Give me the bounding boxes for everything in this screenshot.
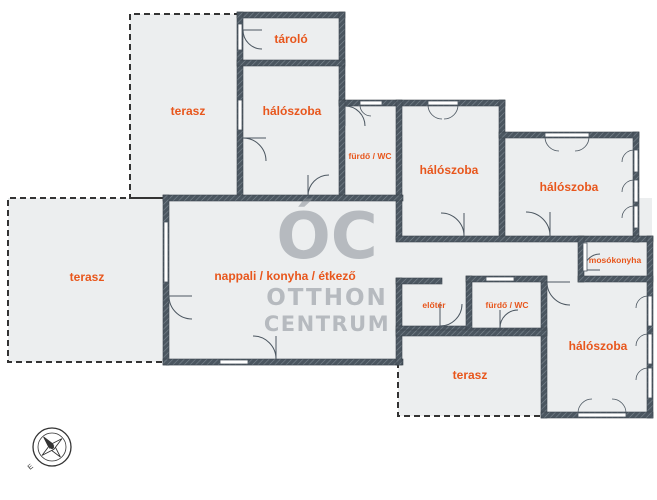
terrace-outlines xyxy=(7,13,544,417)
room-labels: tároló terasz hálószoba fürdő / WC hálós… xyxy=(70,32,642,382)
compass-icon: E xyxy=(27,427,72,472)
room-label-furdo-2: fürdő / WC xyxy=(486,300,529,310)
room-label-haloszoba-top: hálószoba xyxy=(263,104,322,118)
room-label-terasz-left: terasz xyxy=(70,270,105,284)
room-label-mosokonyha: mosókonyha xyxy=(589,255,642,265)
watermark-line1: OTTHON xyxy=(266,285,388,311)
svg-text:E: E xyxy=(27,463,35,472)
room-label-haloszoba-bottom: hálószoba xyxy=(569,339,628,353)
windows xyxy=(163,23,653,418)
window-sashes xyxy=(359,104,649,414)
room-label-nappali: nappali / konyha / étkező xyxy=(214,269,355,283)
room-label-terasz-top: terasz xyxy=(171,104,206,118)
watermark-logo: ÓC OTTHON CENTRUM xyxy=(264,198,390,336)
room-label-tarolo: tároló xyxy=(274,32,307,46)
floor-areas xyxy=(8,14,652,416)
watermark-monogram: ÓC xyxy=(276,198,377,274)
room-label-eloter: előtér xyxy=(422,300,446,310)
watermark-line2: CENTRUM xyxy=(264,312,390,336)
door-swings xyxy=(168,29,601,360)
room-label-haloszoba-right: hálószoba xyxy=(540,180,599,194)
room-label-haloszoba-mid: hálószoba xyxy=(420,163,479,177)
room-label-furdo-1: fürdő / WC xyxy=(349,151,392,161)
room-label-terasz-bottom: terasz xyxy=(453,368,488,382)
